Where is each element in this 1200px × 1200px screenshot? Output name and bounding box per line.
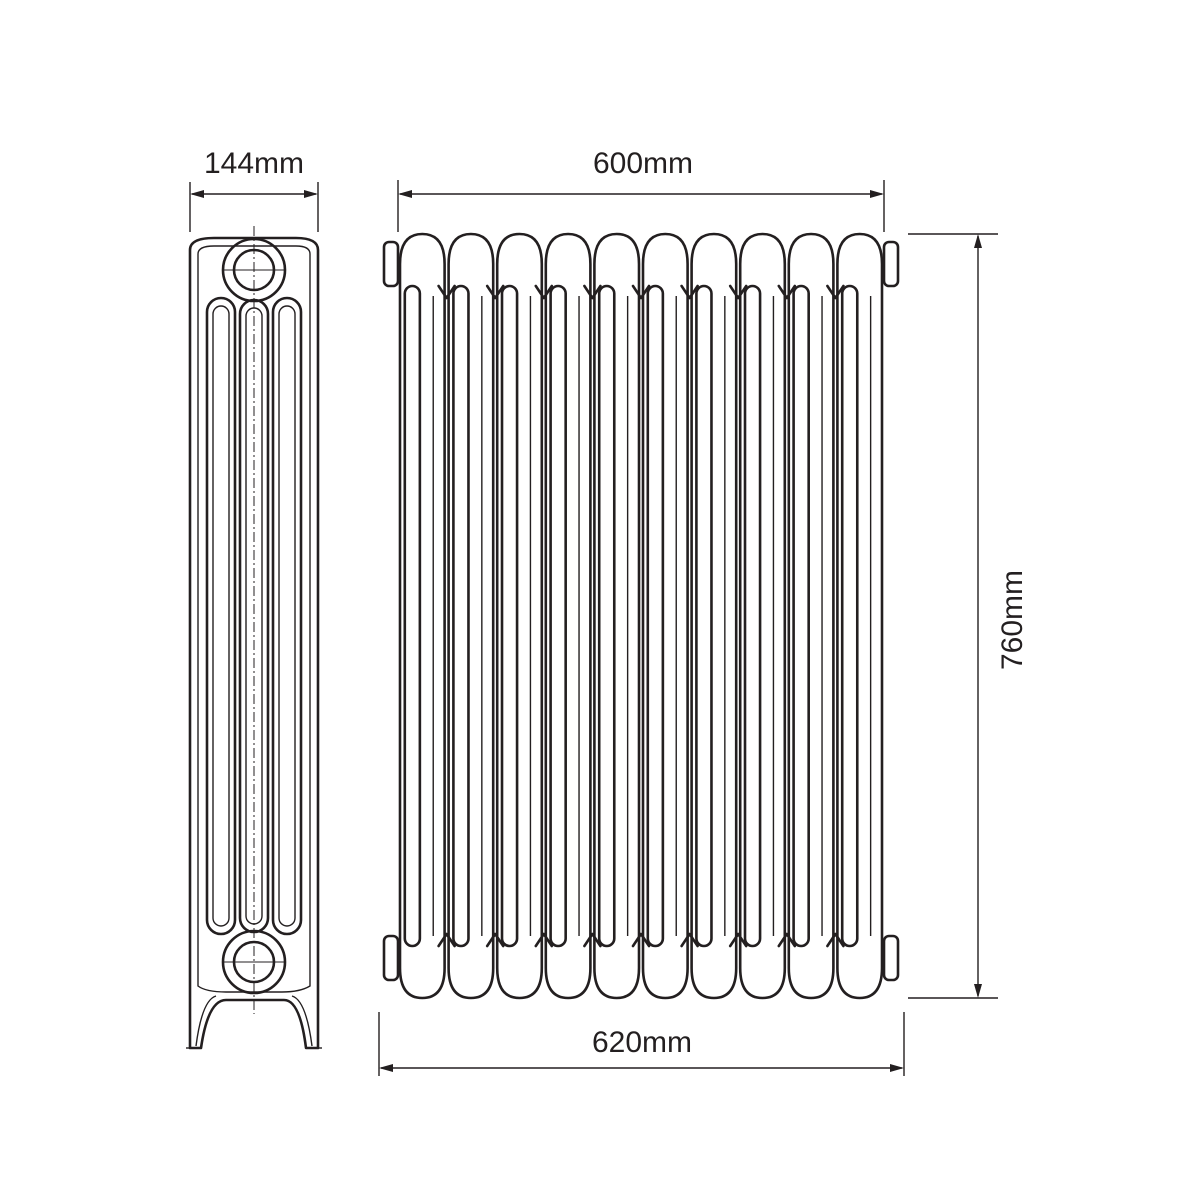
- front-column-5: [593, 232, 641, 1000]
- front-joint-top-8: [728, 284, 748, 300]
- front-joint-bottom-6: [631, 932, 651, 948]
- front-joint-top-9: [777, 284, 797, 300]
- front-column-1: [398, 232, 446, 1000]
- front-joint-top-10: [826, 284, 845, 300]
- side-view-left-foot: [195, 995, 217, 1047]
- side-tube-right-inner: [278, 305, 296, 927]
- front-joint-bottom-9: [777, 932, 797, 948]
- front-column-7: [690, 232, 738, 1000]
- side-tube-left-inner: [212, 305, 230, 927]
- front-plug-bottom-left: [382, 934, 400, 982]
- base-width-dimension: 620mm: [378, 1012, 905, 1076]
- front-joint-top-3: [485, 284, 505, 300]
- front-column-7-tube: [695, 284, 713, 948]
- front-joint-top-4: [534, 284, 554, 300]
- front-column-6-tube: [646, 284, 665, 948]
- side-width-dimension: 144mm: [189, 147, 319, 232]
- front-plug-top-left: [382, 240, 400, 288]
- front-column-2: [447, 232, 495, 1000]
- front-column-8: [738, 232, 787, 1000]
- front-column-2-tube: [452, 284, 470, 948]
- height-dimension: 760mm: [908, 233, 1029, 999]
- front-plug-bottom-right: [882, 934, 900, 982]
- front-column-9: [787, 232, 835, 1000]
- front-joint-top-6: [631, 284, 651, 300]
- front-joint-top-5: [583, 284, 602, 300]
- front-column-4: [544, 232, 592, 1000]
- front-column-3-tube: [500, 284, 519, 948]
- front-column-10: [836, 232, 884, 1000]
- side-view-right-foot: [291, 995, 313, 1047]
- base-width-label: 620mm: [592, 1026, 692, 1059]
- side-tube-left-outer: [205, 296, 237, 936]
- side-tube-right-outer: [271, 296, 303, 936]
- front-joint-bottom-5: [583, 932, 602, 948]
- height-label: 760mm: [996, 570, 1029, 670]
- overall-width-dimension: 600mm: [397, 147, 885, 232]
- front-column-10-tube: [840, 284, 859, 948]
- front-joint-top-2: [437, 284, 456, 300]
- front-column-6: [641, 232, 689, 1000]
- side-view: [186, 226, 322, 1050]
- front-joint-bottom-4: [534, 932, 554, 948]
- front-column-8-tube: [743, 284, 762, 948]
- front-column-9-tube: [792, 284, 810, 948]
- side-width-label: 144mm: [204, 147, 304, 180]
- front-column-5-tube: [597, 284, 616, 948]
- front-view: [382, 232, 900, 1000]
- front-joint-bottom-10: [826, 932, 845, 948]
- front-plug-top-right: [882, 240, 900, 288]
- front-column-4-tube: [549, 284, 567, 948]
- front-joint-bottom-2: [437, 932, 456, 948]
- side-tube-center-inner: [245, 307, 263, 925]
- side-view-inner-outline: [197, 245, 311, 993]
- overall-width-label: 600mm: [593, 147, 693, 180]
- front-joint-bottom-3: [485, 932, 505, 948]
- front-joint-bottom-8: [728, 932, 748, 948]
- front-joint-bottom-7: [680, 932, 699, 948]
- front-column-3: [495, 232, 544, 1000]
- front-column-1-tube: [403, 284, 422, 948]
- front-joint-top-7: [680, 284, 699, 300]
